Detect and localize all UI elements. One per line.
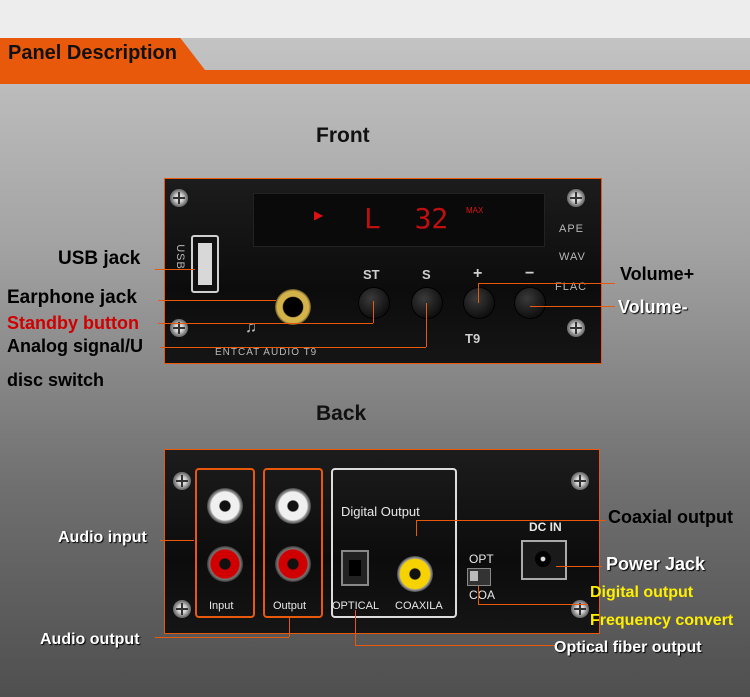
label-analog-switch-1: Analog signal/U bbox=[7, 336, 144, 356]
leader-line bbox=[155, 637, 289, 638]
optical-output-port[interactable] bbox=[341, 550, 369, 586]
screw-icon bbox=[173, 472, 191, 490]
button-label-s: S bbox=[422, 267, 431, 282]
header-rule bbox=[0, 70, 750, 84]
label-earphone-jack: Earphone jack bbox=[7, 287, 137, 308]
leader-line bbox=[478, 604, 588, 605]
output-left-jack[interactable] bbox=[275, 488, 311, 524]
power-jack[interactable] bbox=[521, 540, 567, 580]
led-display: ▶ L 32 MAX bbox=[253, 193, 545, 247]
input-label: Input bbox=[209, 600, 234, 612]
back-title: Back bbox=[316, 402, 367, 425]
leader-line bbox=[289, 617, 290, 637]
input-left-jack[interactable] bbox=[207, 488, 243, 524]
back-panel: Input Output Digital Output OPTICAL COAX… bbox=[164, 449, 600, 634]
leader-line bbox=[355, 610, 356, 645]
button-label-st: ST bbox=[363, 267, 380, 282]
dc-in-label: DC IN bbox=[529, 520, 562, 534]
digital-output-title: Digital Output bbox=[341, 504, 420, 519]
headphone-icon: ♫ bbox=[245, 319, 257, 336]
label-analog-switch-2: disc switch bbox=[7, 370, 105, 390]
button-label-plus: + bbox=[473, 265, 483, 282]
output-right-jack[interactable] bbox=[275, 546, 311, 582]
volume-down-button[interactable] bbox=[514, 287, 546, 319]
screw-icon bbox=[170, 319, 188, 337]
header-background bbox=[0, 0, 750, 38]
switch-coa-label: COA bbox=[469, 588, 496, 602]
screw-icon bbox=[567, 319, 585, 337]
leader-line bbox=[355, 645, 555, 646]
label-frequency-convert: Frequency convert bbox=[590, 612, 734, 629]
display-text: L 32 bbox=[364, 202, 449, 235]
leader-line bbox=[530, 306, 615, 307]
digital-output-group bbox=[331, 468, 457, 618]
label-standby-button: Standby button bbox=[7, 313, 139, 333]
label-audio-input: Audio input bbox=[58, 529, 147, 546]
front-panel: ▶ L 32 MAX USB ♫ ST S + − APE WAV FLAC T… bbox=[164, 178, 602, 364]
format-wav: WAV bbox=[559, 251, 586, 263]
format-flac: FLAC bbox=[555, 281, 588, 293]
leader-line bbox=[416, 520, 606, 521]
label-coaxial-output: Coaxial output bbox=[608, 507, 733, 527]
switch-opt-label: OPT bbox=[469, 552, 494, 566]
output-group bbox=[263, 468, 323, 618]
model-label: T9 bbox=[465, 331, 481, 346]
button-label-minus: − bbox=[525, 265, 535, 282]
usb-port-icon bbox=[198, 243, 212, 285]
leader-line bbox=[373, 301, 374, 323]
brand-label: ENTCAT AUDIO T9 bbox=[215, 347, 318, 358]
format-ape: APE bbox=[559, 223, 585, 235]
usb-jack[interactable] bbox=[191, 235, 219, 293]
standby-button[interactable] bbox=[358, 287, 390, 319]
screw-icon bbox=[173, 600, 191, 618]
source-switch-button[interactable] bbox=[411, 287, 443, 319]
input-right-jack[interactable] bbox=[207, 546, 243, 582]
leader-line bbox=[556, 566, 602, 567]
page-title: Panel Description bbox=[8, 42, 177, 64]
leader-line bbox=[416, 520, 417, 536]
optical-label: OPTICAL bbox=[332, 600, 380, 612]
label-digital-output: Digital output bbox=[590, 584, 694, 601]
leader-line bbox=[478, 586, 479, 604]
header-tab bbox=[0, 38, 205, 70]
leader-line bbox=[426, 303, 427, 347]
leader-line bbox=[478, 283, 615, 284]
screw-icon bbox=[170, 189, 188, 207]
output-label: Output bbox=[273, 600, 307, 612]
usb-side-label: USB bbox=[173, 244, 186, 270]
label-power-jack: Power Jack bbox=[606, 554, 706, 574]
digital-output-switch[interactable] bbox=[467, 568, 491, 586]
label-usb-jack: USB jack bbox=[58, 248, 141, 269]
screw-icon bbox=[567, 189, 585, 207]
label-audio-output: Audio output bbox=[40, 631, 140, 648]
front-title: Front bbox=[316, 124, 370, 147]
leader-line bbox=[478, 283, 479, 303]
earphone-jack[interactable] bbox=[275, 289, 311, 325]
volume-up-button[interactable] bbox=[463, 287, 495, 319]
coax-label: COAXILA bbox=[395, 600, 443, 612]
screw-icon bbox=[571, 472, 589, 490]
input-group bbox=[195, 468, 255, 618]
coaxial-output-jack[interactable] bbox=[397, 556, 433, 592]
play-indicator-icon: ▶ bbox=[314, 208, 324, 222]
leader-line bbox=[160, 347, 426, 348]
leader-line bbox=[155, 269, 195, 270]
leader-line bbox=[158, 300, 276, 301]
leader-line bbox=[160, 540, 194, 541]
label-optical-fiber-output: Optical fiber output bbox=[554, 639, 702, 656]
label-volume-up: Volume+ bbox=[620, 264, 695, 284]
screw-icon bbox=[571, 600, 589, 618]
label-volume-down: Volume- bbox=[618, 297, 688, 317]
display-unit: MAX bbox=[466, 206, 484, 215]
leader-line bbox=[158, 323, 373, 324]
